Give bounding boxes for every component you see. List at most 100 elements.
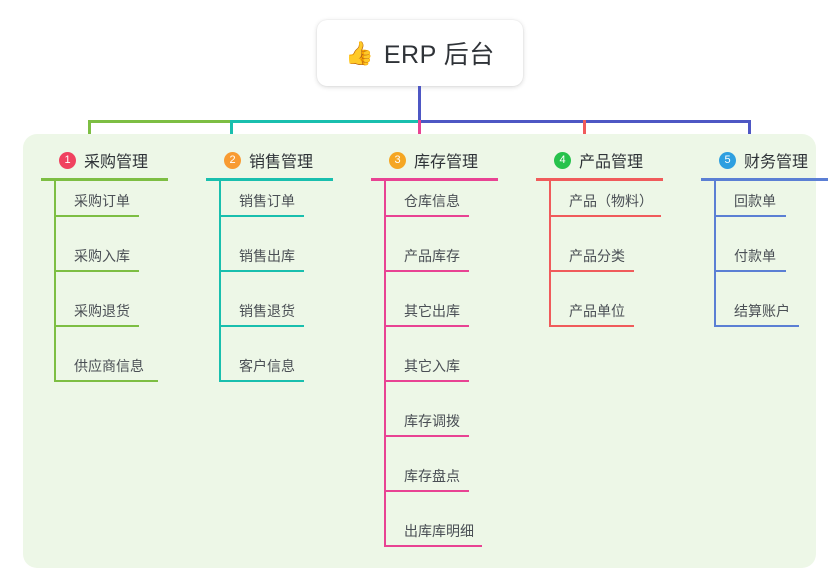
column-purchase: 1 采购管理采购订单采购入库采购退货供应商信息 xyxy=(41,146,206,401)
column-badge-inventory: 3 xyxy=(389,151,406,169)
column-body-product: 产品（物料） 产品分类产品单位 xyxy=(536,181,701,346)
column-badge-purchase: 1 xyxy=(59,151,76,169)
leaf-rule xyxy=(549,215,661,217)
leaf-rule xyxy=(219,270,304,272)
leaf-label: 销售退货 xyxy=(239,303,295,319)
leaf-label: 回款单 xyxy=(734,193,776,209)
column-title-purchase: 采购管理 xyxy=(84,154,149,171)
leaf-label: 产品单位 xyxy=(569,303,625,319)
column-sales: 2 销售管理销售订单销售出库销售退货客户信息 xyxy=(206,146,371,401)
drop-purchase xyxy=(88,120,91,147)
leaf-node[interactable]: 库存盘点 xyxy=(384,456,479,492)
column-trunk-purchase xyxy=(54,181,56,382)
drop-inventory xyxy=(418,120,421,147)
drop-product xyxy=(583,120,586,147)
leaf-node[interactable]: 产品单位 xyxy=(549,291,644,327)
leaf-label: 库存调拨 xyxy=(404,413,460,429)
leaf-node[interactable]: 销售退货 xyxy=(219,291,314,327)
leaf-node[interactable]: 采购入库 xyxy=(54,236,149,272)
column-title-inventory: 库存管理 xyxy=(414,154,479,171)
leaf-label: 销售出库 xyxy=(239,248,295,264)
column-title-finance: 财务管理 xyxy=(744,154,809,171)
leaf-rule xyxy=(384,325,469,327)
drop-sales xyxy=(230,120,233,147)
leaf-node[interactable]: 库存调拨 xyxy=(384,401,479,437)
leaf-node[interactable]: 采购退货 xyxy=(54,291,149,327)
leaf-node[interactable]: 客户信息 xyxy=(219,346,314,382)
column-title-sales: 销售管理 xyxy=(249,154,314,171)
leaf-node[interactable]: 付款单 xyxy=(714,236,796,272)
leaf-rule xyxy=(54,270,139,272)
column-inventory: 3 库存管理仓库信息产品库存其它出库其它入库库存调拨库存盘点出库库明细 xyxy=(371,146,536,566)
leaf-label: 采购订单 xyxy=(74,193,130,209)
leaf-label: 其它出库 xyxy=(404,303,460,319)
leaf-node[interactable]: 其它入库 xyxy=(384,346,479,382)
column-trunk-inventory xyxy=(384,181,386,547)
column-body-purchase: 采购订单采购入库采购退货供应商信息 xyxy=(41,181,206,401)
column-rule-sales xyxy=(206,178,333,181)
leaf-label: 产品库存 xyxy=(404,248,460,264)
leaf-node[interactable]: 产品分类 xyxy=(549,236,644,272)
leaf-label: 采购退货 xyxy=(74,303,130,319)
leaf-label: 客户信息 xyxy=(239,358,295,374)
leaf-rule xyxy=(714,215,786,217)
leaf-label: 采购入库 xyxy=(74,248,130,264)
leaf-node[interactable]: 销售订单 xyxy=(219,181,314,217)
leaf-node[interactable]: 出库库明细 xyxy=(384,511,492,547)
leaf-label: 产品分类 xyxy=(569,248,625,264)
column-header-sales[interactable]: 2 销售管理 xyxy=(206,146,371,174)
column-badge-finance: 5 xyxy=(719,151,736,169)
leaf-rule xyxy=(549,325,634,327)
leaf-node[interactable]: 回款单 xyxy=(714,181,796,217)
leaf-label: 出库库明细 xyxy=(404,523,474,539)
column-rule-inventory xyxy=(371,178,498,181)
leaf-node[interactable]: 仓库信息 xyxy=(384,181,479,217)
column-trunk-finance xyxy=(714,181,716,327)
leaf-rule xyxy=(549,270,634,272)
column-rule-purchase xyxy=(41,178,168,181)
root-title: ERP 后台 xyxy=(383,41,495,69)
column-body-sales: 销售订单销售出库销售退货客户信息 xyxy=(206,181,371,401)
leaf-label: 结算账户 xyxy=(734,303,790,319)
leaf-node[interactable]: 供应商信息 xyxy=(54,346,168,382)
leaf-rule xyxy=(384,215,469,217)
bus-green xyxy=(88,120,230,123)
root-node[interactable]: 👍 ERP 后台 xyxy=(317,20,523,86)
leaf-label: 付款单 xyxy=(734,248,776,264)
leaf-node[interactable]: 产品库存 xyxy=(384,236,479,272)
column-header-finance[interactable]: 5 财务管理 xyxy=(701,146,839,174)
leaf-rule xyxy=(219,215,304,217)
bus-teal xyxy=(230,120,418,123)
leaf-node[interactable]: 销售出库 xyxy=(219,236,314,272)
column-header-purchase[interactable]: 1 采购管理 xyxy=(41,146,206,174)
leaf-label: 其它入库 xyxy=(404,358,460,374)
leaf-node[interactable]: 产品（物料） xyxy=(549,181,671,217)
leaf-rule xyxy=(384,490,469,492)
leaf-rule xyxy=(384,545,482,547)
leaf-node[interactable]: 其它出库 xyxy=(384,291,479,327)
column-rule-finance xyxy=(701,178,828,181)
column-body-finance: 回款单付款单结算账户 xyxy=(701,181,839,346)
column-rule-product xyxy=(536,178,663,181)
column-header-inventory[interactable]: 3 库存管理 xyxy=(371,146,536,174)
leaf-rule xyxy=(714,325,799,327)
drop-finance xyxy=(748,120,751,147)
leaf-node[interactable]: 采购订单 xyxy=(54,181,149,217)
column-trunk-product xyxy=(549,181,551,327)
column-trunk-sales xyxy=(219,181,221,382)
leaf-rule xyxy=(384,380,469,382)
leaf-label: 库存盘点 xyxy=(404,468,460,484)
root-stem-connector xyxy=(418,86,421,122)
leaf-label: 仓库信息 xyxy=(404,193,460,209)
leaf-rule xyxy=(714,270,786,272)
leaf-rule xyxy=(384,435,469,437)
leaf-rule xyxy=(219,325,304,327)
column-finance: 5 财务管理回款单付款单结算账户 xyxy=(701,146,839,346)
column-badge-sales: 2 xyxy=(224,151,241,169)
leaf-label: 供应商信息 xyxy=(74,358,144,374)
leaf-label: 产品（物料） xyxy=(569,193,653,209)
column-body-inventory: 仓库信息产品库存其它出库其它入库库存调拨库存盘点出库库明细 xyxy=(371,181,536,566)
leaf-node[interactable]: 结算账户 xyxy=(714,291,809,327)
